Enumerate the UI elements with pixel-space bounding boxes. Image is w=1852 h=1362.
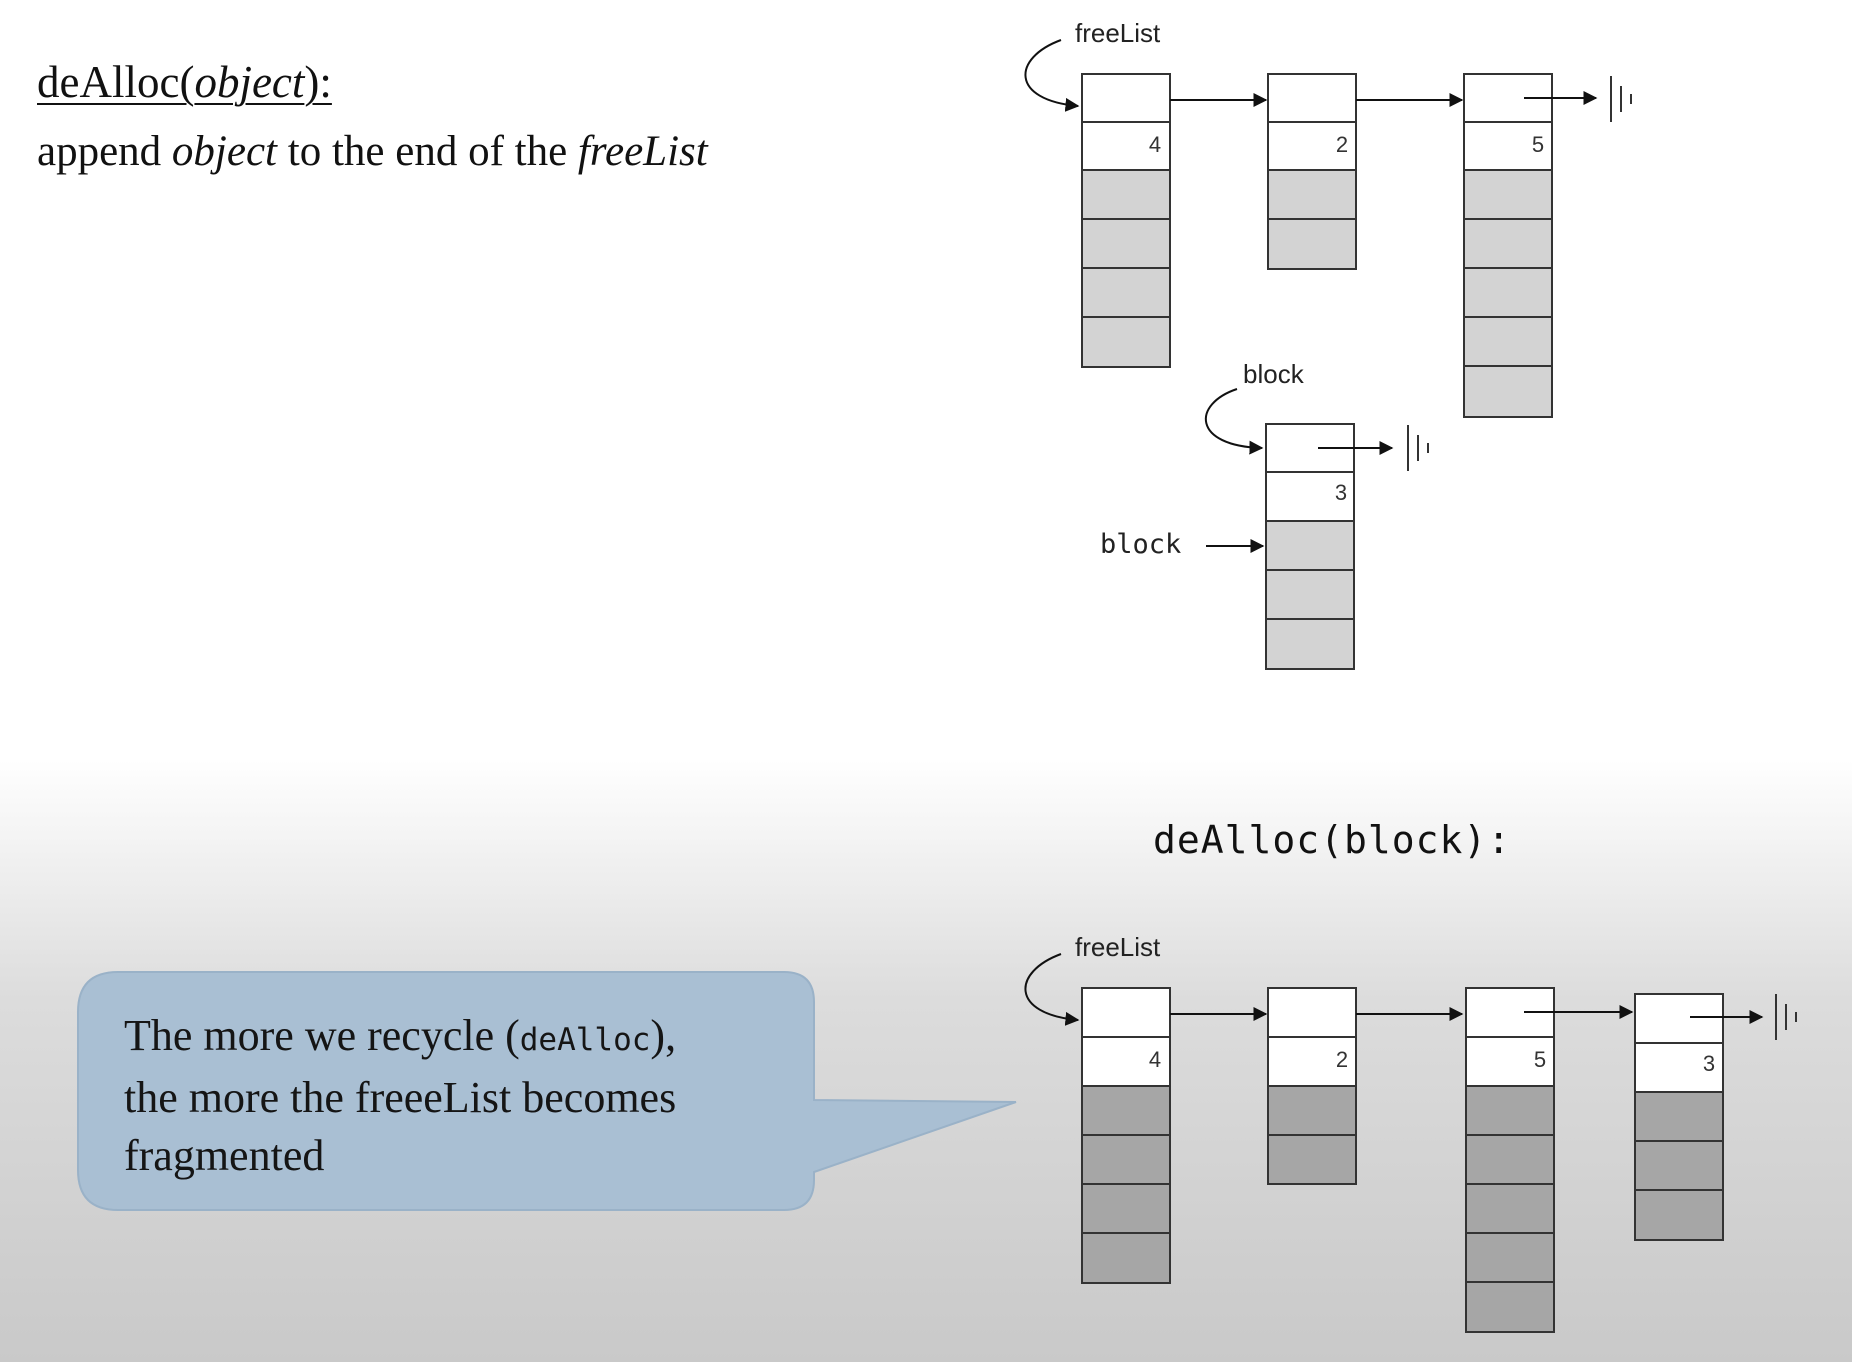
slide-description: append object to the end of the freeList [37, 128, 708, 175]
bottom-node-3: 5 [1465, 987, 1555, 1333]
callout-code: deAlloc [519, 1022, 651, 1058]
top-freelist-pointer [1024, 39, 1080, 112]
bottom-caption: deAlloc(block): [1153, 818, 1512, 862]
bottom-null-ground-icon [1775, 994, 1797, 1040]
top-node-2-size: 2 [1336, 132, 1348, 157]
top-freelist-label: freeList [1075, 18, 1161, 48]
top-block-ground-icon [1407, 425, 1429, 471]
top-block-size: 3 [1335, 480, 1347, 505]
bottom-node-2-size: 2 [1336, 1047, 1348, 1072]
bottom-freelist-label: freeList [1075, 932, 1161, 962]
block-data-pointer-label: block [1100, 529, 1181, 560]
callout-line-1b: ), [650, 1011, 677, 1060]
top-node-2: 2 [1267, 73, 1357, 270]
top-node-1: 4 [1081, 73, 1171, 368]
speech-bubble [77, 971, 1017, 1211]
bottom-node-4: 3 [1634, 993, 1724, 1241]
top-node-3-size: 5 [1532, 132, 1544, 157]
title-prefix: deAlloc( [37, 57, 195, 107]
bottom-freelist-pointer [1024, 953, 1080, 1026]
callout-line-1a: The more we recycle ( [124, 1011, 520, 1060]
top-node-1-size: 4 [1149, 132, 1161, 157]
title-suffix: ): [304, 57, 332, 107]
top-block-node: 3 [1265, 423, 1355, 670]
bottom-node-1-size: 4 [1149, 1047, 1161, 1072]
desc-object: object [171, 128, 277, 175]
desc-part-2: to the end of the [277, 128, 578, 175]
bottom-node-2: 2 [1267, 987, 1357, 1185]
callout-line-3: fragmented [124, 1131, 325, 1180]
bottom-node-1: 4 [1081, 987, 1171, 1284]
top-block-label: block [1243, 359, 1305, 389]
callout-text: The more we recycle (deAlloc), the more t… [124, 1007, 824, 1185]
top-null-ground-icon [1610, 76, 1632, 122]
callout-line-2: the more the freeeList becomes [124, 1073, 677, 1122]
slide-title: deAlloc(object): [37, 57, 332, 108]
bottom-node-4-size: 3 [1703, 1051, 1715, 1076]
bottom-node-3-size: 5 [1534, 1047, 1546, 1072]
top-block-pointer [1204, 388, 1264, 455]
desc-part-1: append [37, 128, 172, 175]
top-node-3: 5 [1463, 73, 1553, 418]
desc-freelist: freeList [577, 128, 708, 175]
title-arg: object [194, 57, 305, 107]
